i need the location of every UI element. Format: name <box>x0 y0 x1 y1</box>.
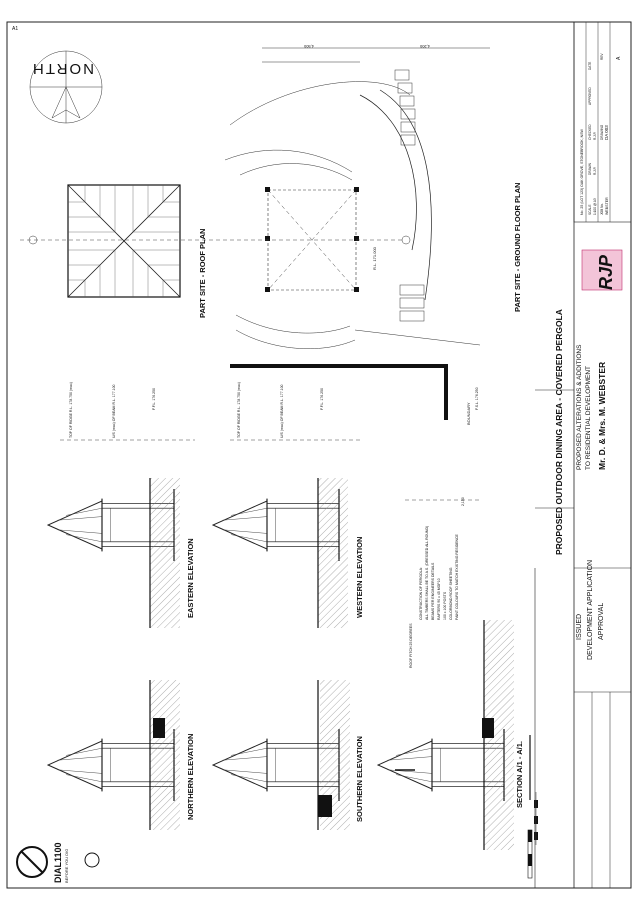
eastern-elevation: TOP OF RIDGE R.L. 178.750 (max) U/S (max… <box>47 382 195 628</box>
western-rl-beam: U/S (max) OF BEAM R.L. 177.100 <box>280 384 284 438</box>
tb-checked-label: CHECKED <box>588 124 592 140</box>
sheet-border <box>6 21 632 889</box>
note-0: CONSTRUCTION OF PERGOLA: <box>419 567 423 620</box>
note-3: RAFTERS 90 x 45 MGP10 <box>437 578 441 620</box>
issue-line-2: DEVELOPMENT APPLICATION <box>587 560 594 660</box>
firm-logo: RJP <box>581 249 623 291</box>
project-title: PROPOSED OUTDOOR DINING AREA - COVERED P… <box>554 309 564 555</box>
tb-rev-value: A <box>616 56 622 60</box>
tb-drawn-value: R.J.P. <box>593 167 597 175</box>
tb-address: No. 25 (LOT 123) OAK GROVE, STONEBROOK, … <box>580 128 584 215</box>
tb-checked-value: R.J.P. <box>593 132 597 140</box>
firm-logo-text: RJP <box>596 254 616 290</box>
section-roof-pitch: ROOF PITCH 25 DEGREES <box>409 623 413 668</box>
section-a1: ROOF PITCH 25 DEGREES SECTION A/1 - A/1. <box>377 620 538 850</box>
issue-block: ISSUED DEVELOPMENT APPLICATION APPROVAL <box>576 560 605 660</box>
eastern-title: EASTERN ELEVATION <box>186 538 195 618</box>
western-rl-ffl: F.F.L. 176.250 <box>320 388 324 410</box>
dim-label-1: 4,500 <box>303 44 314 49</box>
tb-date-label: DATE <box>588 62 592 70</box>
note-6: PAINT COLOURS TO MATCH EXISTING RESIDENC… <box>455 534 459 620</box>
dim-label-3: 4,200 <box>419 44 430 49</box>
title-block-strip <box>534 389 631 888</box>
roof-plan-title: PART SITE - ROOF PLAN <box>198 229 207 318</box>
tb-drawn-label: DRAWN <box>588 162 592 175</box>
tb-drawing-label: DRAWING <box>600 124 604 140</box>
note-2: BEAMS PER ENGINEERS DETAILS <box>431 562 435 620</box>
description-line-2: TO RESIDENTIAL DEVELOPMENT <box>585 366 592 470</box>
issue-line-3: APPROVAL <box>598 603 605 640</box>
western-rl-ridge: TOP OF RIDGE R.L. 178.750 (max) <box>237 382 241 438</box>
tb-scale-label: SCALE <box>588 205 592 215</box>
scale-bar <box>527 829 533 879</box>
southern-title: SOUTHERN ELEVATION <box>355 736 364 822</box>
dial-line-1: DIAL1100 <box>53 842 63 883</box>
eastern-rl-ffl: F.F.L. 176.250 <box>152 388 156 410</box>
note-1: ALL TIMBERS SHALL BE TO A.S. (DRESSED AL… <box>425 526 429 620</box>
western-title: WESTERN ELEVATION <box>355 537 364 618</box>
north-arrow: NORTH <box>29 50 103 124</box>
tb-job-value: WEBSTER <box>605 197 609 215</box>
ground-floor-plan: 4,500 4,200 BOUNDARY <box>224 44 522 425</box>
roof-plan: PART SITE - ROOF PLAN <box>20 184 230 318</box>
sheet-id-label: A1 <box>12 26 18 32</box>
boundary-label: BOUNDARY <box>466 402 471 425</box>
note-4: 100 x 100 POSTS <box>443 591 447 620</box>
title-block: No. 25 (LOT 123) OAK GROVE, STONEBROOK, … <box>573 21 632 223</box>
description-line-1: PROPOSED ALTERATIONS & ADDITIONS <box>576 344 583 470</box>
northern-title: NORTHERN ELEVATION <box>186 734 195 820</box>
ground-plan-title: PART SITE - GROUND FLOOR PLAN <box>513 183 522 312</box>
eastern-rl-ridge: TOP OF RIDGE R.L. 178.750 (max) <box>69 382 73 438</box>
dim-label-2: 2,150 <box>461 497 465 506</box>
section-title: SECTION A/1 - A/1. <box>515 741 524 808</box>
issue-line-1: ISSUED <box>576 614 583 640</box>
client-name: Mr. D. & Mrs. M. WEBSTER <box>597 362 607 470</box>
north-label: NORTH <box>31 60 94 77</box>
dial-line-2: BEFORE YOU DIG <box>64 849 69 883</box>
tb-job-label: JOB No. <box>600 203 604 215</box>
tb-approved-label: APPROVED <box>588 87 592 105</box>
tb-scale-value: 1:100 @ A3 <box>593 198 597 215</box>
dial-before-you-dig-logo: DIAL1100 BEFORE YOU DIG <box>16 842 100 883</box>
western-elevation: TOP OF RIDGE R.L. 178.750 (max) U/S (max… <box>212 382 364 628</box>
construction-notes: CONSTRUCTION OF PERGOLA: ALL TIMBERS SHA… <box>405 387 480 620</box>
description-block: PROPOSED ALTERATIONS & ADDITIONS TO RESI… <box>576 344 607 470</box>
northern-elevation: NORTHERN ELEVATION <box>47 680 195 830</box>
fsl-label: F.S.L. 176.250 <box>475 387 479 410</box>
note-5: COLORBOND ROOF SHEETING <box>449 567 453 620</box>
tb-drawing-value: DA 003 <box>604 125 609 140</box>
southern-elevation: SOUTHERN ELEVATION <box>212 680 364 830</box>
ground-plan-rl: R.L. 171.000 <box>372 246 377 270</box>
eastern-rl-beam: U/S (max) OF BEAM R.L. 177.100 <box>112 384 116 438</box>
tb-rev-label: REV <box>600 53 604 60</box>
